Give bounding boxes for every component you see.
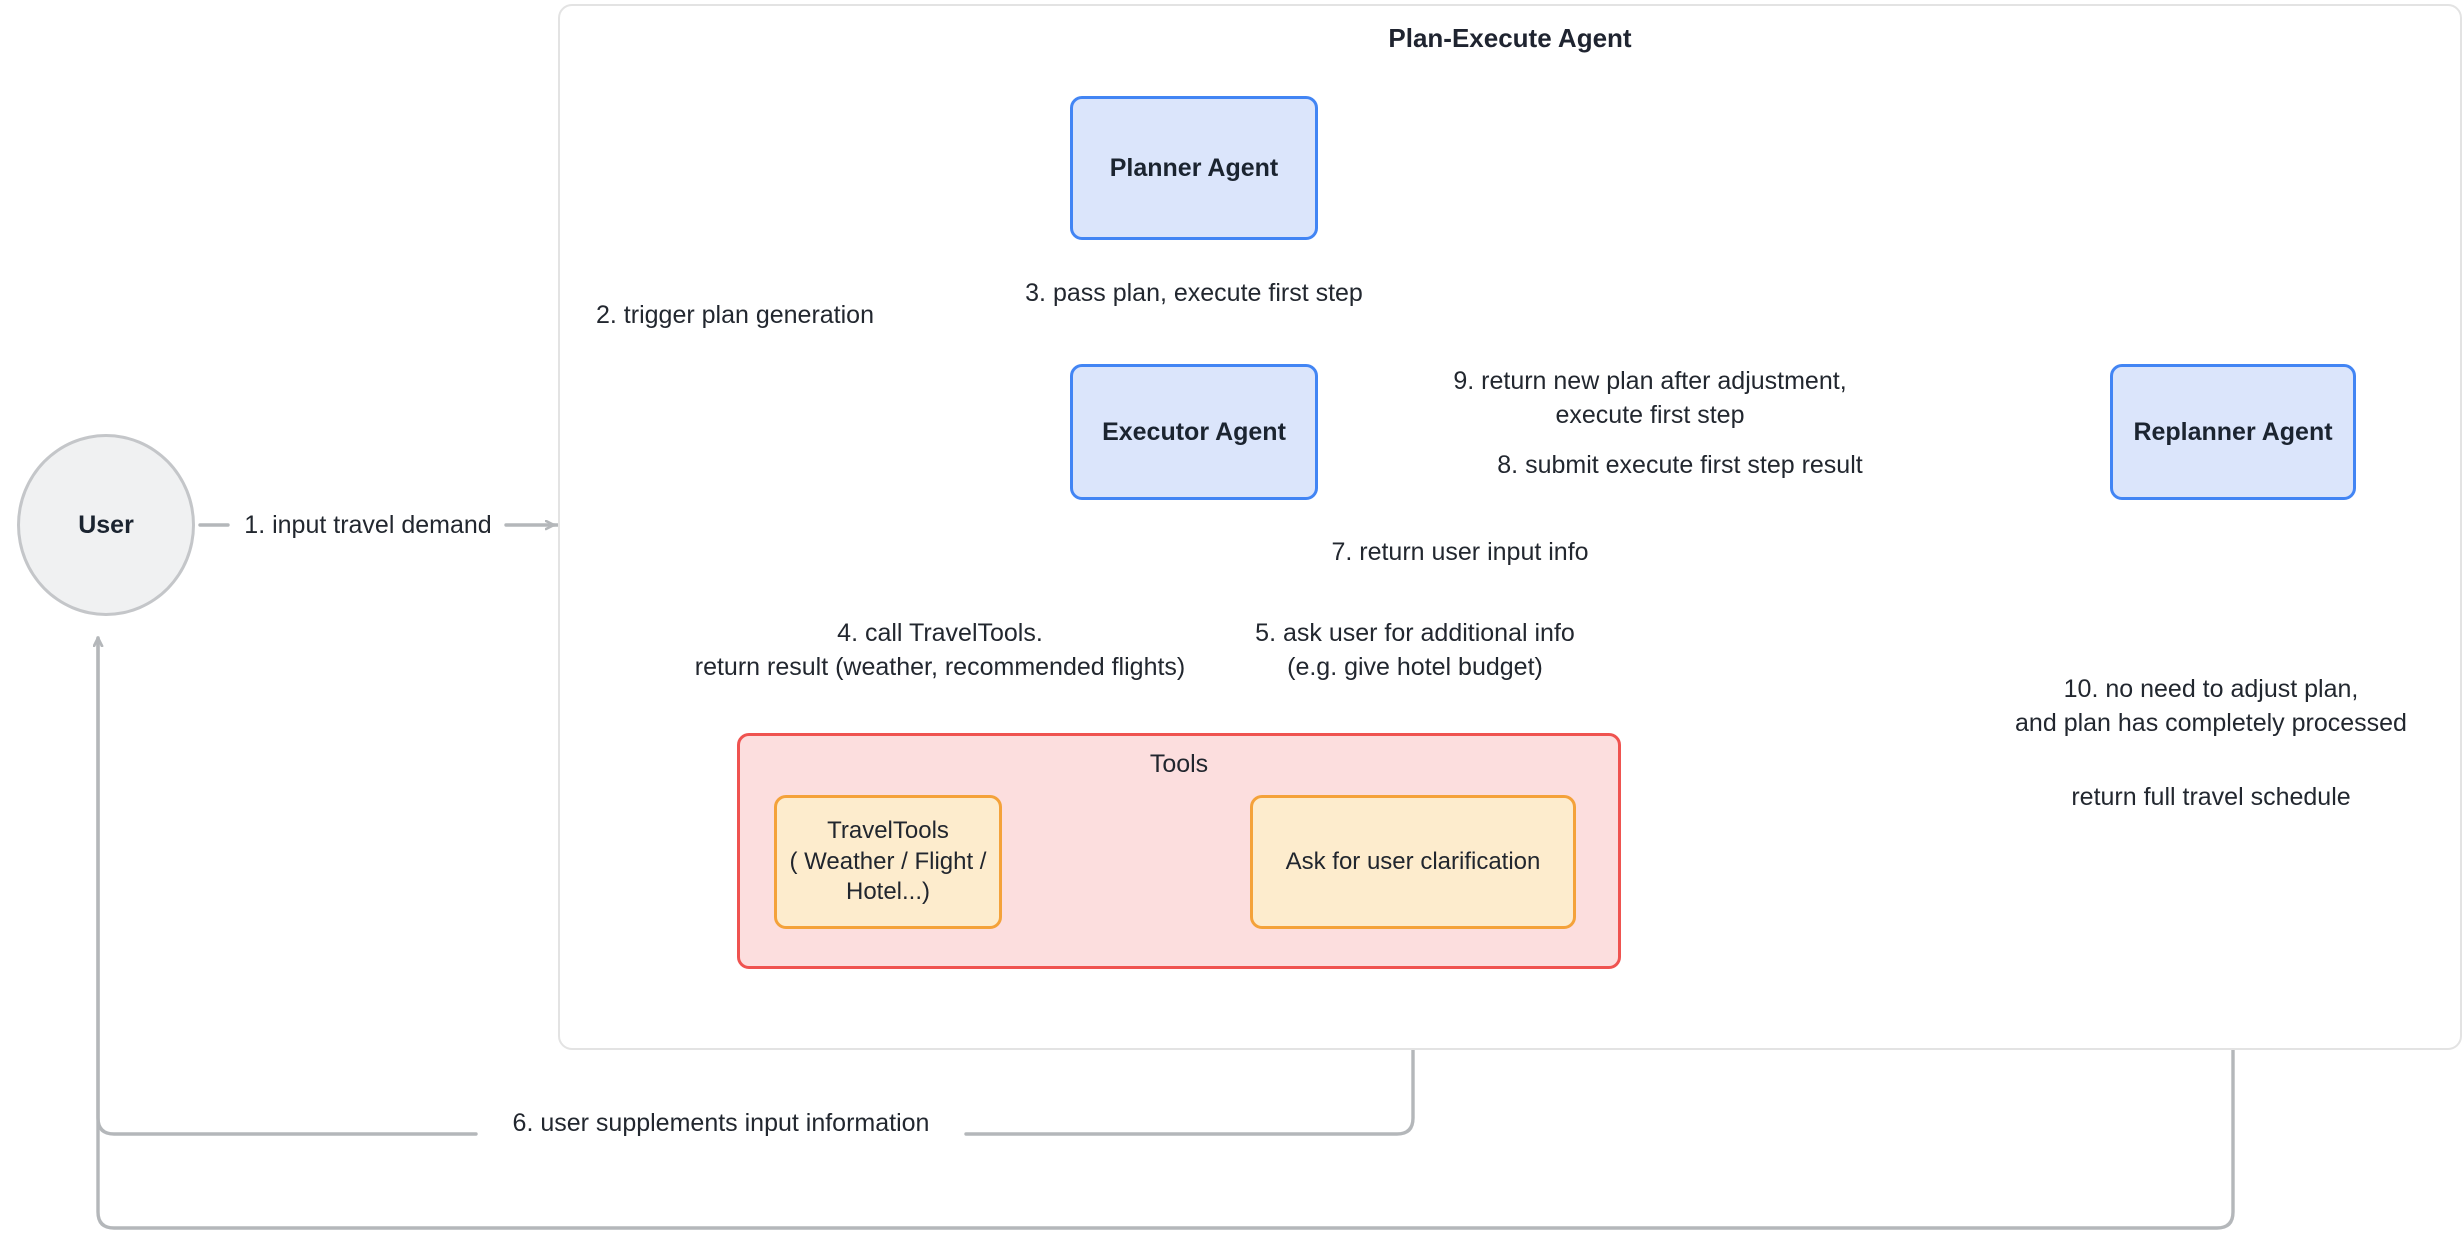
edge-label-2: 2. trigger plan generation	[560, 298, 910, 332]
edge-label-7: 7. return user input info	[1310, 535, 1610, 569]
edge-label-9: 9. return new plan after adjustment, exe…	[1410, 364, 1890, 432]
edge-label-10a: 10. no need to adjust plan, and plan has…	[2015, 675, 2407, 737]
edge-label-4: 4. call TravelTools. return result (weat…	[670, 616, 1210, 684]
user-label: User	[78, 511, 134, 539]
executor-agent-label: Executor Agent	[1102, 418, 1286, 446]
executor-agent-node[interactable]: Executor Agent	[1070, 364, 1318, 500]
plan-execute-agent-title: Plan-Execute Agent	[1388, 23, 1632, 53]
edge-6-to-user	[98, 636, 478, 1136]
ask-for-user-clarification-label: Ask for user clarification	[1285, 847, 1541, 875]
replanner-agent-label: Replanner Agent	[2133, 418, 2333, 446]
tools-group-title: Tools	[1149, 750, 1209, 778]
travel-tools-label-line2: ( Weather / Flight / Hotel...)	[789, 847, 987, 906]
ask-for-user-clarification-node[interactable]: Ask for user clarification	[1250, 795, 1576, 929]
edge-label-1: 1. input travel demand	[232, 508, 504, 542]
travel-tools-node[interactable]: TravelTools ( Weather / Flight / Hotel..…	[774, 795, 1002, 929]
edge-label-6: 6. user supplements input information	[490, 1106, 952, 1140]
planner-agent-node[interactable]: Planner Agent	[1070, 96, 1318, 240]
planner-agent-label: Planner Agent	[1109, 154, 1279, 182]
edge-label-8: 8. submit execute first step result	[1480, 448, 1880, 482]
edge-label-3: 3. pass plan, execute first step	[1000, 276, 1388, 310]
user-node[interactable]: User	[17, 434, 195, 616]
edge-label-10b: return full travel schedule	[2071, 783, 2351, 811]
replanner-agent-node[interactable]: Replanner Agent	[2110, 364, 2356, 500]
edge-label-5: 5. ask user for additional info (e.g. gi…	[1240, 616, 1590, 684]
travel-tools-label-line1: TravelTools	[827, 816, 949, 844]
